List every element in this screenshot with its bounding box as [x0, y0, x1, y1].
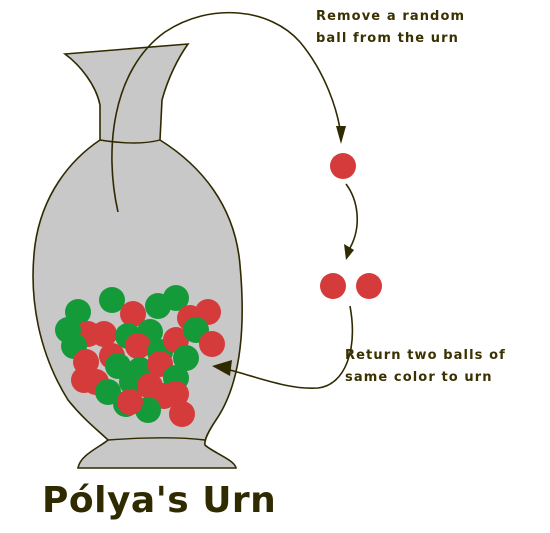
remove-ball-label-line1: Remove a random — [316, 6, 465, 28]
red-ball — [199, 331, 225, 357]
return-balls-label-line2: same color to urn — [345, 367, 506, 389]
red-ball — [125, 333, 151, 359]
duplicate-arrowhead — [344, 244, 354, 260]
remove-ball-label: Remove a random ball from the urn — [316, 6, 465, 50]
return-balls-label-line1: Return two balls of — [345, 345, 506, 367]
removed-ball — [330, 153, 356, 179]
returned-ball — [320, 273, 346, 299]
diagram-title: Pólya's Urn — [42, 479, 276, 523]
red-ball — [71, 367, 97, 393]
return-arrow — [230, 306, 352, 388]
duplicate-arrow — [346, 184, 357, 248]
red-ball — [169, 401, 195, 427]
returned-ball — [356, 273, 382, 299]
remove-ball-label-line2: ball from the urn — [316, 28, 465, 50]
return-balls-label: Return two balls of same color to urn — [345, 345, 506, 389]
remove-arrowhead — [336, 126, 346, 144]
red-ball — [117, 389, 143, 415]
